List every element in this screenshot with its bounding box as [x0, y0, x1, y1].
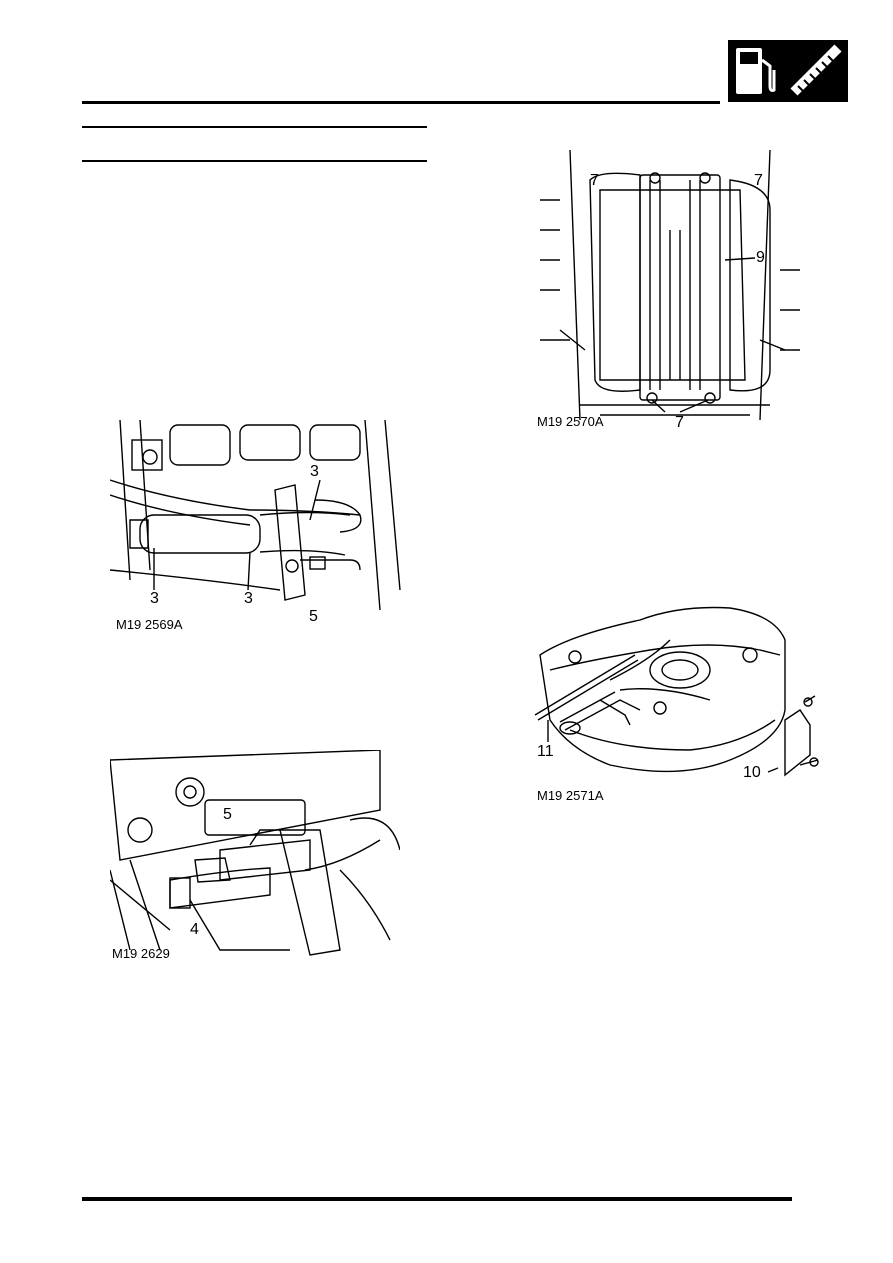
callout-label: 7: [754, 172, 763, 189]
section-rule-top: [82, 126, 427, 128]
fuel-pump-icon: [728, 40, 848, 102]
figure-m19-2629: [110, 750, 400, 960]
header-rule: [82, 101, 720, 104]
footer-rule: [82, 1197, 792, 1201]
callout-label: 5: [223, 806, 232, 823]
callout-label: 11: [537, 743, 554, 760]
callout-label: 3: [244, 590, 253, 607]
fuel-tank-strap-illustration: [540, 150, 800, 421]
section-icon-box: [728, 40, 848, 102]
fuel-tank-assembly-illustration: [534, 606, 819, 777]
callout-label: 3: [310, 463, 319, 480]
section-rule-bottom: [82, 160, 427, 162]
callout-label: 4: [190, 921, 199, 938]
callout-label: 7: [675, 414, 684, 431]
callout-label: 10: [743, 764, 761, 781]
figure-caption: M19 2570A: [537, 414, 604, 429]
figure-caption: M19 2569A: [116, 617, 183, 632]
figure-m19-2569a: [110, 420, 405, 620]
figure-caption: M19 2629: [112, 946, 170, 961]
figure-m19-2571a: [530, 600, 825, 790]
callout-label: 3: [150, 590, 159, 607]
exhaust-pipe-icon: [790, 44, 842, 96]
callout-label: 5: [309, 608, 318, 625]
figure-caption: M19 2571A: [537, 788, 604, 803]
callout-label: 9: [756, 249, 765, 266]
fuel-hose-clip-illustration: [110, 420, 401, 611]
callout-label: 7: [590, 172, 599, 189]
fuel-line-connector-illustration: [110, 750, 400, 956]
figure-m19-2570a: [540, 150, 800, 432]
